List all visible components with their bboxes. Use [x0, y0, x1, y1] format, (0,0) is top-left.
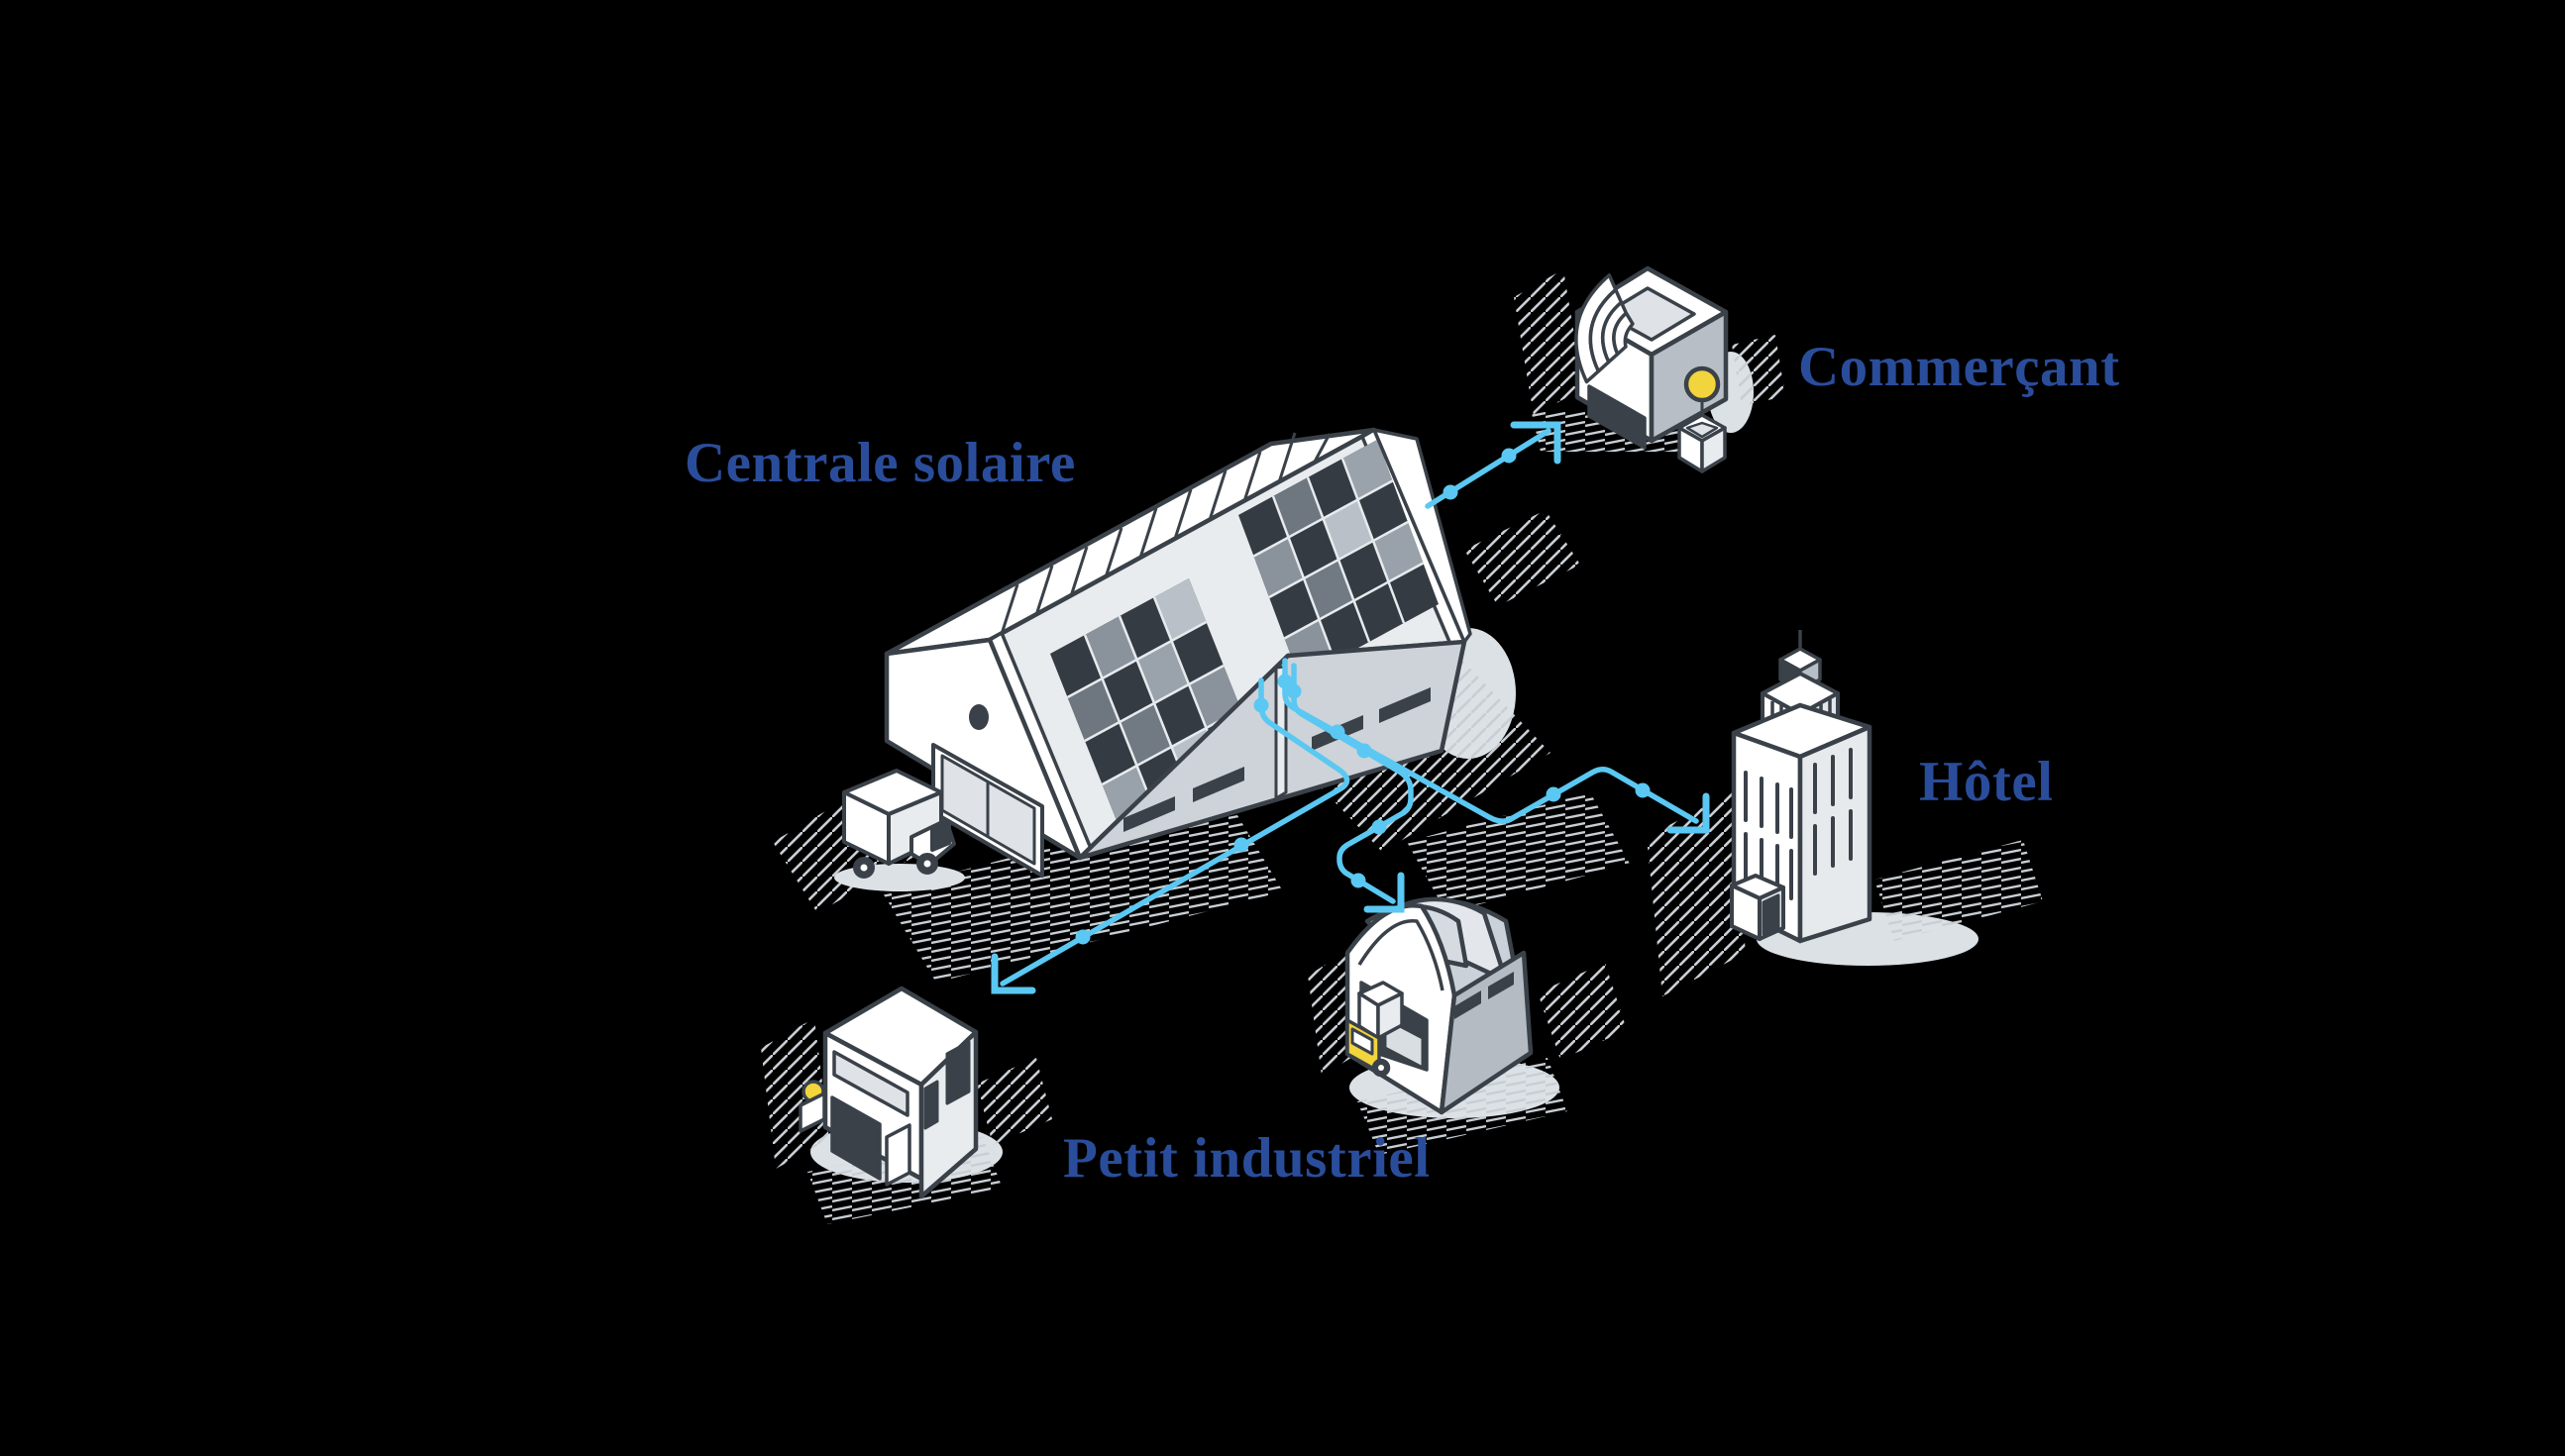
- hatch-patch: [1464, 510, 1580, 606]
- far-gable: [1372, 428, 1472, 644]
- wing-window: [945, 1040, 971, 1105]
- wing-slit: [923, 1080, 939, 1130]
- connection-to-warehouse: [1291, 663, 1414, 904]
- house-window-band: [832, 1050, 909, 1117]
- plant-windows: [1123, 687, 1431, 832]
- small-industrial-building: [799, 986, 979, 1199]
- solar-plant-building: [884, 427, 1472, 878]
- hatch-patch: [1407, 792, 1630, 913]
- hatch-patch: [1647, 792, 1746, 996]
- hotel-building: [1730, 630, 1872, 944]
- warehouse-side: [1439, 950, 1534, 1115]
- label-petit-industriel: Petit industriel: [1063, 1127, 1431, 1190]
- roof-blank-strips: [1000, 432, 1332, 635]
- arrowhead-commercant: [1510, 421, 1561, 465]
- warehouse-windows: [1454, 972, 1514, 1019]
- hatch-patch: [882, 800, 1283, 983]
- hatch-patch: [977, 1058, 1052, 1145]
- shop-crate: [1677, 413, 1727, 473]
- warehouse-building: [1344, 896, 1534, 1115]
- label-hotel: Hôtel: [1919, 751, 2054, 813]
- label-commercant: Commerçant: [1798, 336, 2120, 398]
- arrowhead-hotel: [1666, 792, 1710, 834]
- gable-vent: [969, 704, 989, 730]
- label-centrale-solaire: Centrale solaire: [685, 432, 1076, 494]
- hotel-windows-side: [1813, 748, 1853, 876]
- shop-opening: [1587, 384, 1647, 450]
- line-nodes: [1075, 448, 1651, 945]
- hatch-patch: [1538, 963, 1627, 1060]
- hatch-patch: [761, 1018, 829, 1169]
- hotel-entrance: [1730, 874, 1785, 941]
- hatch-patch: [1732, 335, 1785, 406]
- arrowhead-petit-industriel: [991, 953, 1036, 994]
- delivery-truck: [842, 769, 956, 879]
- hatch-patch: [1357, 1058, 1567, 1155]
- warehouse-truck: [1345, 981, 1404, 1078]
- truck-windshield: [930, 821, 951, 852]
- connection-to-hotel: [1282, 658, 1699, 824]
- shop-sign: [1683, 365, 1721, 403]
- arrowheads: [991, 421, 1710, 994]
- arrowhead-warehouse: [1363, 872, 1405, 913]
- hatch-patch: [1874, 840, 2043, 941]
- house-door: [885, 1123, 911, 1187]
- house-garage: [830, 1095, 882, 1181]
- hatch-patch: [1514, 269, 1583, 416]
- shop-awning: [1574, 273, 1635, 384]
- shop-building: [1574, 265, 1729, 473]
- front-rim-inner: [1357, 919, 1444, 991]
